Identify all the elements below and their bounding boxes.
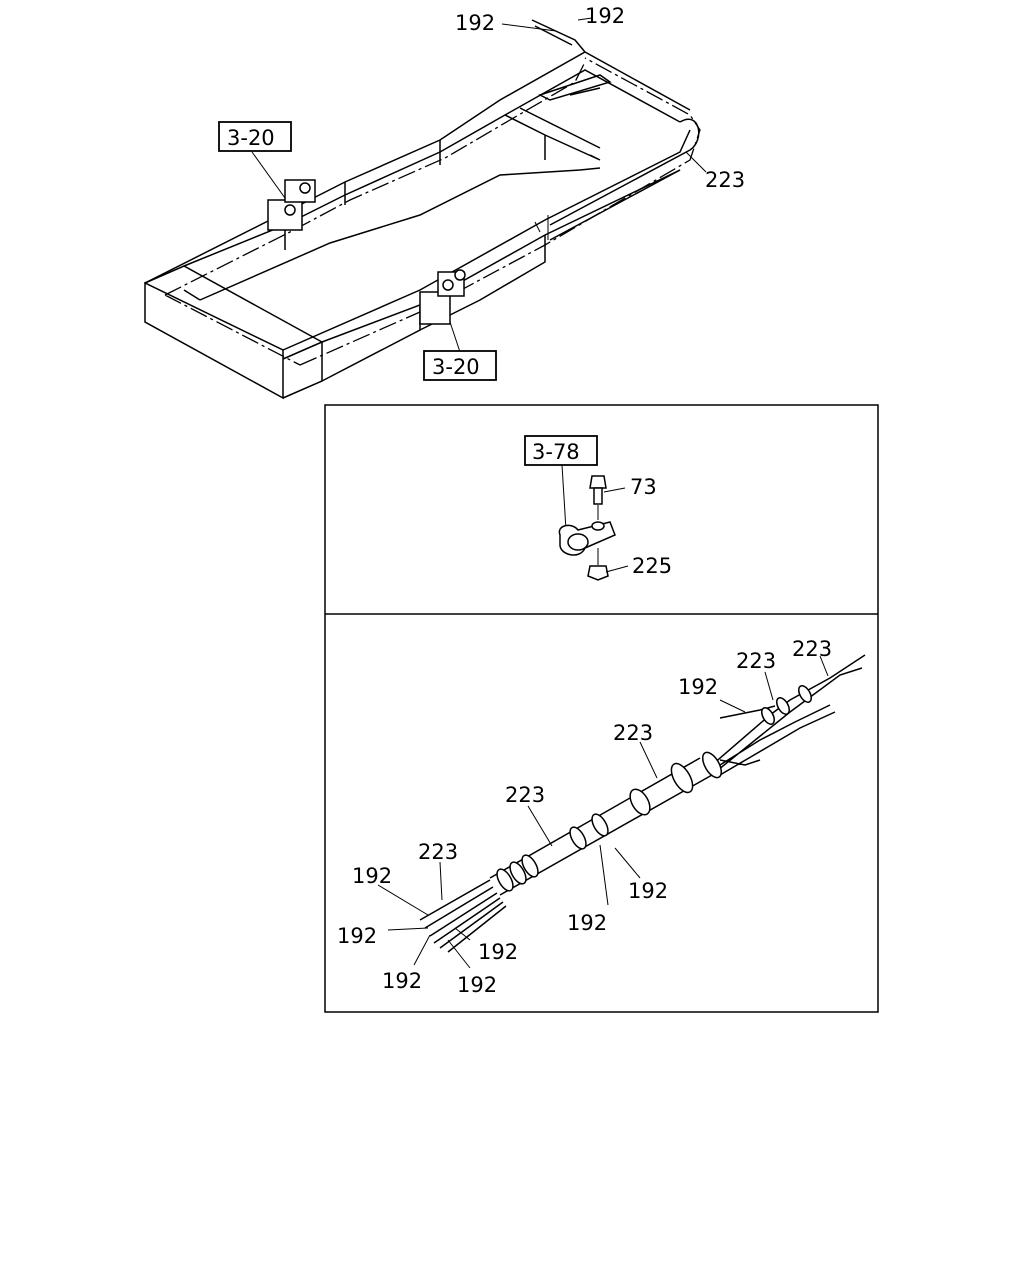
label-223-f: 223 — [418, 840, 458, 864]
label-73: 73 — [630, 475, 657, 499]
label-192-l: 192 — [567, 911, 607, 935]
lower-harness-clip — [419, 269, 466, 325]
frame-rail-upper — [144, 51, 691, 284]
label-192-j: 192 — [382, 969, 422, 993]
chassis-frame-view: 192 192 223 3-20 3-20 — [144, 4, 745, 400]
label-192-i: 192 — [478, 940, 518, 964]
label-192-m: 192 — [628, 879, 668, 903]
frame-rail-lower — [282, 129, 691, 351]
harness-detail-panel: 223 223 192 223 223 223 192 192 192 192 … — [337, 637, 866, 997]
harness-bands — [496, 685, 812, 892]
label-192-h: 192 — [337, 924, 377, 948]
label-223-d: 223 — [613, 721, 653, 745]
label-225: 225 — [632, 554, 672, 578]
label-192-k: 192 — [457, 973, 497, 997]
label-223-a: 223 — [792, 637, 832, 661]
label-223-b: 223 — [736, 649, 776, 673]
ref-3-20-lower: 3-20 — [432, 355, 480, 379]
label-192-g: 192 — [352, 864, 392, 888]
detail-frame — [324, 404, 879, 1013]
upper-harness-clip — [267, 179, 316, 231]
label-192-c: 192 — [678, 675, 718, 699]
inner-crossmember — [504, 107, 601, 161]
ref-box-3-78 — [524, 435, 598, 466]
nut-225 — [587, 565, 609, 581]
ref-3-20-upper: 3-20 — [227, 126, 275, 150]
harness-clip — [558, 521, 616, 556]
ref-box-lower — [423, 350, 497, 381]
label-192-top-right: 192 — [585, 4, 625, 28]
label-223-right: 223 — [705, 168, 745, 192]
clip-detail-panel: 3-78 73 225 — [524, 435, 672, 581]
label-223-e: 223 — [505, 783, 545, 807]
ref-box-upper — [218, 121, 292, 152]
bolt-73 — [589, 475, 607, 520]
label-192-top-left: 192 — [455, 11, 495, 35]
ref-3-78: 3-78 — [532, 440, 580, 464]
